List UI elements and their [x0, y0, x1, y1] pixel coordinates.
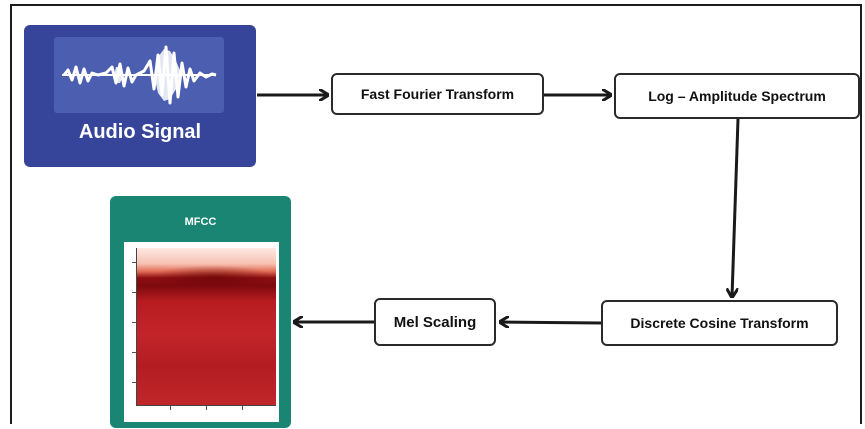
x-tick: [170, 406, 171, 410]
mfcc-title: MFCC: [184, 216, 217, 228]
arrow-dct-to-mel: [500, 322, 602, 323]
waveform-shape: [62, 45, 217, 105]
audio-waveform-icon: [62, 45, 217, 105]
mfcc-heatmap: [124, 242, 279, 422]
mel-scaling-node: Mel Scaling: [374, 298, 496, 346]
audio-signal-label: Audio Signal: [78, 121, 202, 143]
x-tick: [242, 406, 243, 410]
y-tick: [132, 352, 136, 353]
fft-node: Fast Fourier Transform: [331, 73, 544, 115]
dct-node: Discrete Cosine Transform: [601, 300, 838, 346]
y-tick: [132, 262, 136, 263]
x-tick: [206, 406, 207, 410]
diagram-frame: [10, 4, 862, 424]
y-tick: [132, 292, 136, 293]
log-amplitude-label: Log – Amplitude Spectrum: [648, 88, 826, 104]
arrow-log-to-dct: [732, 118, 740, 297]
mel-scaling-label: Mel Scaling: [393, 313, 477, 331]
waveform-panel: [54, 37, 224, 113]
heatmap-fill: [137, 248, 276, 405]
y-tick: [132, 322, 136, 323]
dct-label: Discrete Cosine Transform: [630, 315, 809, 331]
audio-signal-block: Audio Signal: [24, 25, 256, 167]
mfcc-block: MFCC: [110, 196, 291, 428]
fft-label: Fast Fourier Transform: [360, 86, 515, 102]
log-amplitude-node: Log – Amplitude Spectrum: [614, 73, 860, 119]
heatmap-axes: [136, 248, 276, 406]
y-tick: [132, 382, 136, 383]
